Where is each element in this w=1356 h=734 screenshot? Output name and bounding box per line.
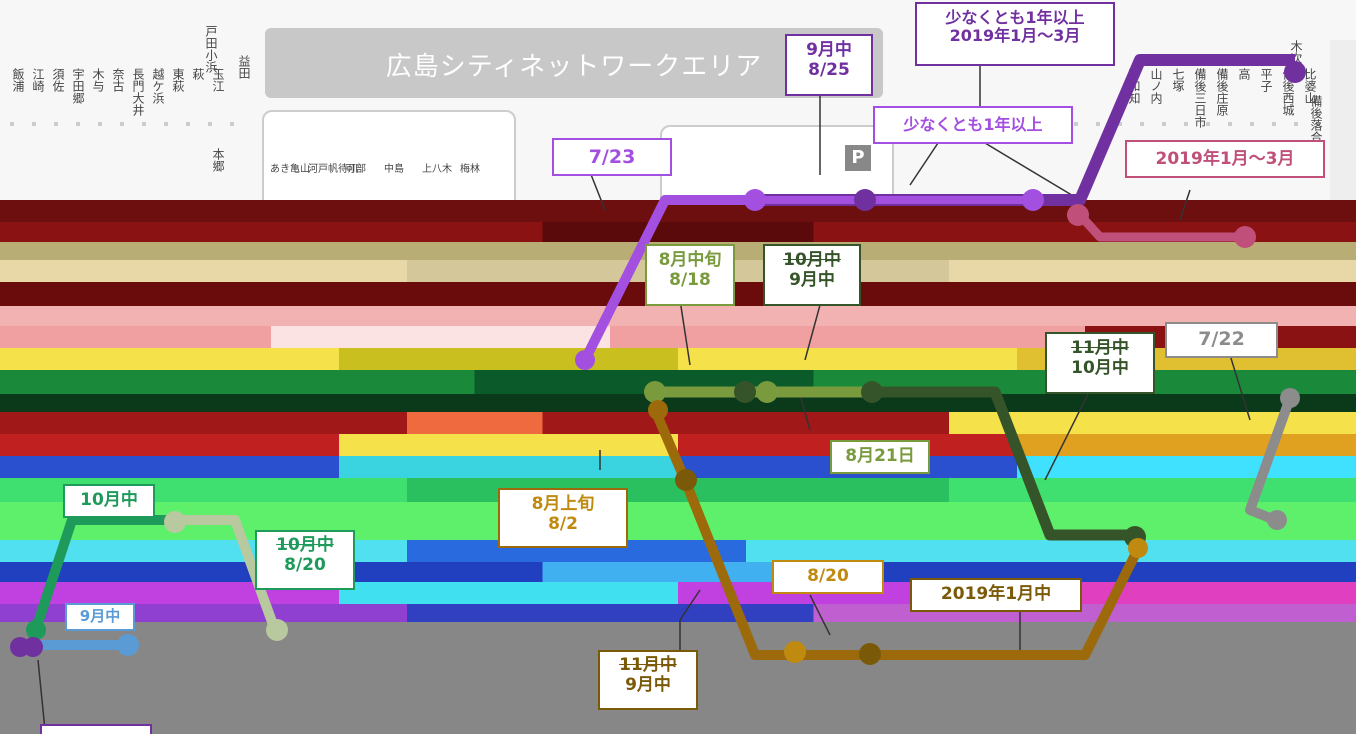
station-name-center: 上八木 [422, 164, 452, 175]
label-line-struck: 11月中 [619, 655, 677, 675]
label-line: 10月中 [1071, 357, 1129, 378]
station-name-right: 備後三日市 [1193, 68, 1207, 128]
route-nodes [10, 61, 1306, 665]
area-title: 広島シティネットワークエリア [385, 52, 763, 82]
label-line-struck: 10月中 [276, 535, 334, 555]
label-mid-aug-818: 8月中旬 8/18 [645, 244, 735, 306]
label-722: 7/22 [1165, 322, 1278, 358]
label-sep-825: 9月中 8/25 [785, 34, 873, 96]
route-magenta [1076, 211, 1245, 242]
station-name-left: 玉江 [211, 68, 225, 92]
station-name-left: 須佐 [51, 68, 65, 92]
route-olive-dark [870, 386, 1135, 541]
station-name-right: 高 [1237, 68, 1251, 80]
top-map-area: 広島シティネットワークエリア P 飯浦江崎須佐宇田郷木与奈古長門大井越ケ浜東萩萩… [0, 0, 1356, 210]
station-name-corner: 戸田小浜 [204, 25, 218, 73]
label-nov-sep: 11月中 9月中 [598, 650, 698, 710]
label-aug-21: 8月21日 [830, 440, 930, 474]
station-name-corner: 備後落合 [1309, 95, 1323, 143]
label-cut-off [40, 724, 152, 734]
label-820: 8/20 [772, 560, 884, 594]
label-line: 2019年1月〜3月 [949, 26, 1081, 46]
label-1-year-jan-mar: 少なくとも1年以上 2019年1月〜3月 [915, 2, 1115, 66]
label-line-struck: 10月中 [783, 250, 841, 270]
station-dots-right [1030, 122, 1320, 126]
label-nov-oct: 11月中 10月中 [1045, 332, 1155, 394]
label-oct-820: 10月中 8/20 [255, 530, 355, 590]
band [0, 222, 1356, 242]
band [0, 394, 1356, 412]
station-name-left: 萩 [191, 68, 205, 80]
label-line-struck: 11月中 [1071, 338, 1129, 358]
route-green [30, 515, 175, 634]
station-name-left: 長門大井 [131, 68, 145, 116]
label-line: 9月中 [625, 674, 671, 695]
route-purple-light [580, 195, 760, 363]
band [0, 348, 1356, 370]
station-name-left: 宇田郷 [71, 68, 85, 104]
label-line: 8/18 [669, 269, 711, 290]
route-sage [175, 515, 280, 632]
label-line: 8/20 [284, 554, 326, 575]
label-line: 9月中 [806, 40, 852, 60]
station-name-center: 梅林 [460, 164, 480, 175]
parking-icon: P [845, 145, 871, 171]
station-name-left: 飯浦 [11, 68, 25, 92]
station-name-right: 比婆山 [1303, 68, 1317, 104]
area-header: 広島シティネットワークエリア [265, 28, 883, 98]
label-oct-sep: 10月中 9月中 [763, 244, 861, 306]
station-dots-left [10, 122, 235, 126]
label-2019-jan-mar: 2019年1月〜3月 [1125, 140, 1325, 178]
station-name-left: 東萩 [171, 68, 185, 92]
station-name-right: 備後庄原 [1215, 68, 1229, 116]
band [0, 412, 1356, 434]
label-line: 8/25 [808, 59, 850, 80]
station-name-right: 七塚 [1171, 68, 1185, 92]
label-sep: 9月中 [65, 603, 135, 631]
station-name-left: 江崎 [31, 68, 45, 92]
label-line: 8/2 [548, 513, 578, 534]
station-name-corner: 益田 [237, 55, 251, 79]
edge-strip [1330, 40, 1356, 200]
label-early-aug-82: 8月上旬 8/2 [498, 488, 628, 548]
station-name-left: 奈古 [111, 68, 125, 92]
band [0, 306, 1356, 326]
label-line: 9月中 [789, 269, 835, 290]
label-oct: 10月中 [63, 484, 155, 518]
station-name-center: 可部 [346, 164, 366, 175]
label-line: 8月上旬 [531, 494, 595, 514]
station-name-center: あき亀山 [270, 164, 310, 175]
station-name-center: 中島 [384, 164, 404, 175]
station-name-left: 木与 [91, 68, 105, 92]
label-723: 7/23 [552, 138, 672, 176]
route-gray [1245, 396, 1295, 525]
station-name-corner: 本郷 [211, 148, 225, 172]
label-2019-jan: 2019年1月中 [910, 578, 1082, 612]
label-line: 8月中旬 [658, 250, 722, 270]
station-name-left: 越ケ浜 [151, 68, 165, 104]
label-at-least-1-year: 少なくとも1年以上 [873, 106, 1073, 144]
station-name-right: 平子 [1259, 68, 1273, 92]
station-name-right: 山ノ内 [1149, 68, 1163, 104]
station-name-center: 河戸帆待川 [308, 164, 358, 175]
label-line: 少なくとも1年以上 [945, 8, 1085, 27]
band [0, 326, 1356, 348]
